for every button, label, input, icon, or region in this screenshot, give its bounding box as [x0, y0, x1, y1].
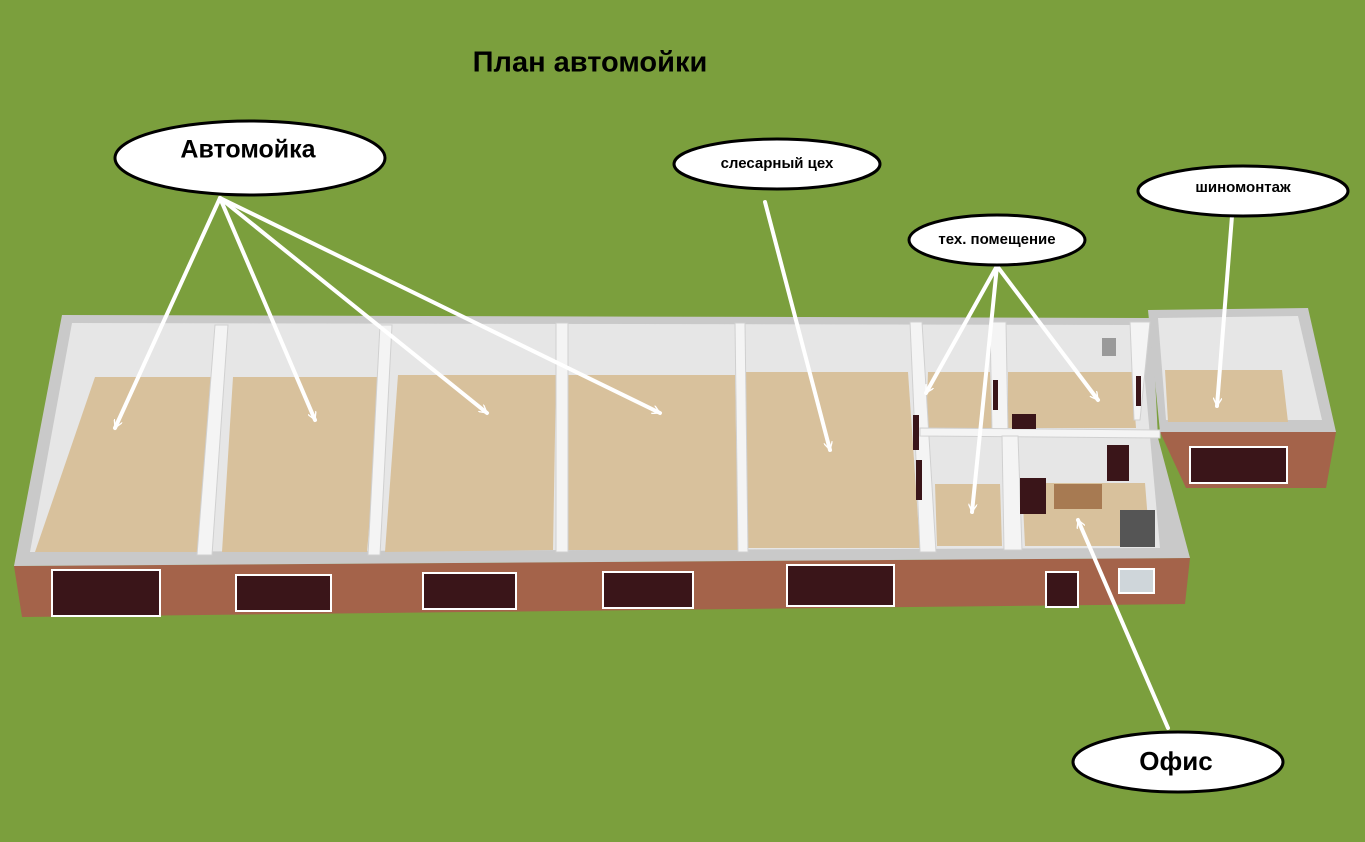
garage-door-4	[602, 571, 694, 609]
label-office-text: Офис	[1139, 746, 1212, 776]
label-tech-room-text: тех. помещение	[938, 231, 1055, 248]
garage-door-tire	[1189, 446, 1288, 484]
annotation-arrows	[113, 196, 1234, 730]
label-tech-room: тех. помещение	[907, 213, 1087, 267]
garage-door-1	[51, 569, 161, 617]
label-car-wash-text: Автомойка	[180, 136, 316, 164]
label-car-wash: Автомойка	[113, 119, 387, 197]
label-workshop-text: слесарный цех	[721, 155, 834, 172]
floor-bay-2	[222, 377, 382, 552]
floor-tire	[1165, 370, 1288, 422]
floor-tech-3	[935, 484, 1002, 546]
label-office: Офис	[1071, 730, 1285, 794]
label-tire-service: шиномонтаж	[1136, 164, 1350, 218]
label-tire-service-text: шиномонтаж	[1195, 179, 1291, 196]
office-window	[1118, 568, 1155, 594]
floor-tech-1	[926, 372, 992, 428]
garage-door-5	[786, 564, 895, 607]
office-sofa	[1120, 510, 1155, 547]
garage-door-3	[422, 572, 517, 610]
floor-workshop	[745, 372, 920, 548]
wall-boiler	[1102, 338, 1116, 356]
office-entrance-door	[1045, 571, 1079, 608]
garage-doors	[51, 446, 1288, 617]
floor-bay-3	[385, 375, 556, 552]
label-workshop: слесарный цех	[672, 137, 882, 191]
office-desk	[1054, 484, 1102, 509]
page-title: План автомойки	[473, 47, 708, 79]
garage-door-2	[235, 574, 332, 612]
interior-doors	[913, 376, 1141, 514]
floor-tech-2	[1008, 372, 1136, 428]
floor-bay-1	[35, 377, 215, 552]
floor-bay-4	[568, 375, 738, 550]
building	[14, 308, 1336, 617]
